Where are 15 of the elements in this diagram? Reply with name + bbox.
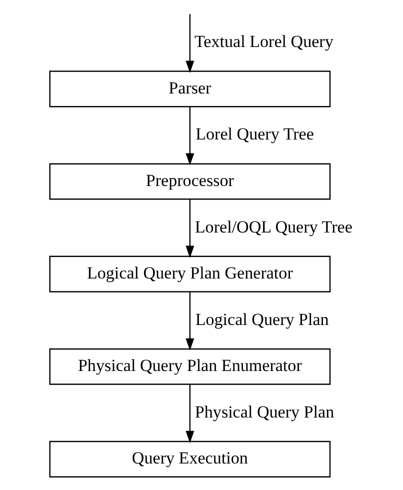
edge-label: Lorel/OQL Query Tree xyxy=(194,217,352,236)
arrow xyxy=(186,384,194,444)
node-box: Physical Query Plan Enumerator xyxy=(49,348,331,385)
node-box: Preprocessor xyxy=(49,163,331,200)
arrow xyxy=(186,14,194,73)
edge-label: Textual Lorel Query xyxy=(194,32,334,52)
arrow xyxy=(186,199,194,258)
node-box: Query Execution xyxy=(49,440,331,478)
node-box: Parser xyxy=(49,70,331,108)
edge-label: Lorel Query Tree xyxy=(196,124,314,144)
edge-label: Physical Query Plan xyxy=(194,402,334,422)
node-box: Logical Query Plan Generator xyxy=(49,256,331,292)
arrow xyxy=(186,106,194,166)
edge-label: Logical Query Plan xyxy=(195,310,329,329)
arrow xyxy=(186,292,194,351)
